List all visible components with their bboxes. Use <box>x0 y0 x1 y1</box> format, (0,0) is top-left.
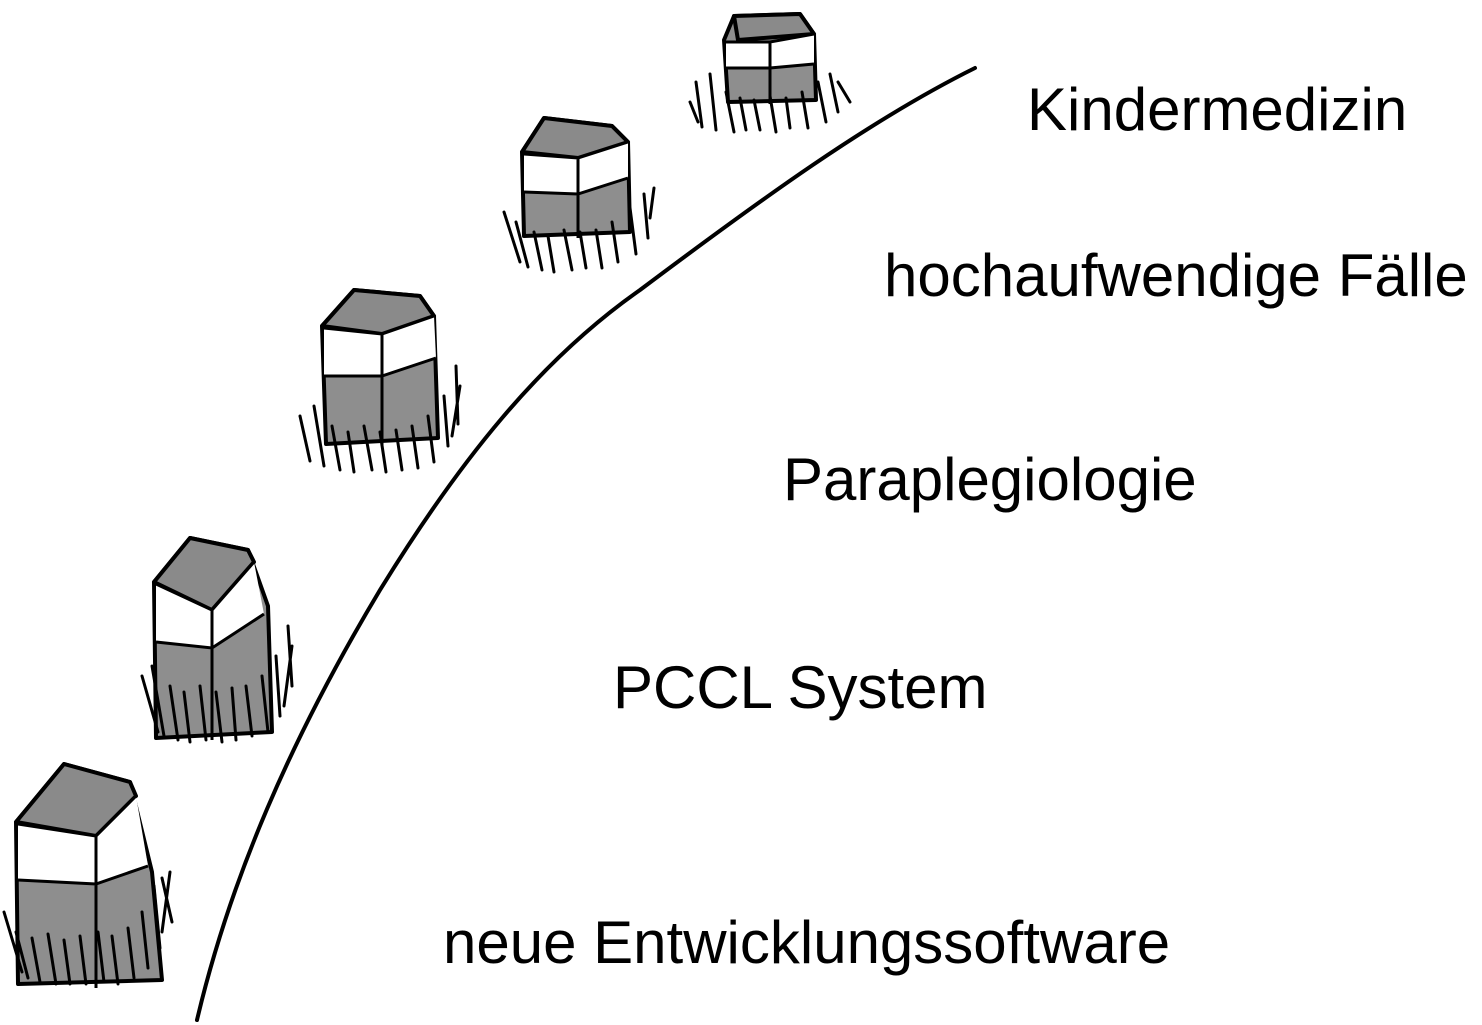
milestone-label-pccl-system: PCCL System <box>613 654 988 721</box>
milestone-label-neue-entwicklungssoftware: neue Entwicklungssoftware <box>443 909 1171 976</box>
milestone-label-paraplegiologie: Paraplegiologie <box>783 446 1197 513</box>
milestone-label-kindermedizin: Kindermedizin <box>1027 76 1408 143</box>
milestone-stone-icon <box>502 116 656 274</box>
milestone-stone-icon <box>298 288 462 474</box>
path-curve <box>195 66 977 1022</box>
milestone-stone-icon <box>688 12 852 134</box>
milestone-stone-icon <box>2 762 174 988</box>
milestone-stone-icon <box>140 536 294 744</box>
milestone-label-hochaufwendige-faelle: hochaufwendige Fälle <box>884 242 1468 309</box>
